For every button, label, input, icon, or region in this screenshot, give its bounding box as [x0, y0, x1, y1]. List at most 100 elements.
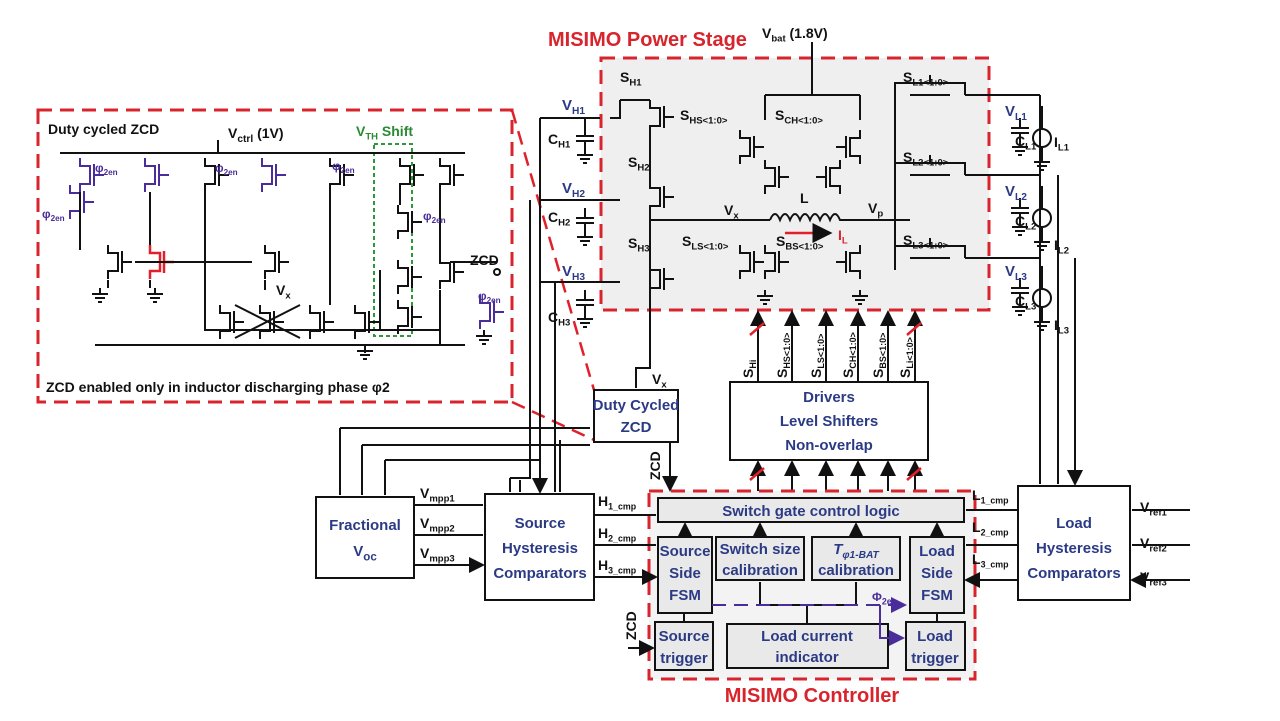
sl3-label: SL3<1:0> [903, 232, 949, 252]
transistor-symbol [69, 185, 81, 219]
il2-label: IL2 [1054, 237, 1069, 257]
load-hyst-label: Comparators [1027, 565, 1120, 582]
driver-signals: SHiSHS<1:0>SLS<1:0>SCH<1:0>SBS<1:0>SLi<1… [740, 310, 923, 492]
transistor-symbol [479, 295, 491, 329]
cl1-label: CL1 [1015, 133, 1037, 153]
power-stage-network [540, 42, 1052, 331]
feedback-wire [339, 427, 590, 495]
duty-cycled-zcd-block: Duty Cycled ZCD Vx ZCD [593, 371, 680, 480]
load-trigger-label: Load [917, 628, 953, 645]
transistor-gate [83, 191, 94, 213]
l2-cmp-label: L2_cmp [972, 519, 1009, 537]
wire [519, 460, 540, 492]
vp-label: Vp [868, 200, 883, 220]
ground-icon [147, 288, 163, 303]
il3-label: IL3 [1054, 317, 1069, 337]
phi-2en-label: φ2en [215, 161, 238, 177]
transistor-gate [411, 306, 422, 328]
drivers-label: Level Shifters [780, 413, 878, 430]
load-fsm-label: Side [921, 565, 953, 582]
vmpp3-label: Vmpp3 [420, 545, 455, 565]
vh1-label: VH1 [562, 97, 585, 117]
ground-icon [92, 288, 108, 303]
sh3-label: SH3 [628, 235, 650, 255]
cl2-label: CL2 [1015, 213, 1036, 233]
transistor-gate [778, 166, 789, 188]
driver-signal-label: SHS<1:0> [774, 333, 792, 378]
load-hyst-label: Load [1056, 515, 1092, 532]
transistor-symbol [849, 130, 861, 164]
transistor-gate [275, 164, 286, 186]
vl1-label: VL1 [1005, 103, 1027, 123]
transistor-symbol [329, 158, 341, 192]
voc-label: Voc [353, 543, 377, 563]
sh1-label: SH1 [620, 69, 642, 89]
capacitor-symbol [576, 290, 594, 313]
transistor-symbol [219, 305, 231, 339]
phi-2en-label: φ2en [42, 207, 65, 223]
transistor-symbol [107, 245, 119, 279]
sch-label: SCH<1:0> [775, 107, 823, 127]
source-trigger-box [654, 621, 714, 671]
transistor-gate [493, 301, 504, 323]
transistor-symbol [397, 300, 409, 334]
vl2-label: VL2 [1005, 183, 1027, 203]
l1-cmp-label: L1_cmp [972, 487, 1009, 505]
transistor-symbol [764, 245, 776, 279]
shs-label: SHS<1:0> [680, 107, 728, 127]
cl3-label: CL3 [1015, 293, 1036, 313]
load-fsm-label: Load [919, 543, 955, 560]
transistor-gate [778, 251, 789, 273]
h2-cmp-label: H2_cmp [598, 525, 637, 543]
transistor-symbol [739, 130, 751, 164]
controller-title: MISIMO Controller [725, 685, 900, 707]
duty-zcd-box [593, 389, 679, 443]
zcd-transistor-network [60, 140, 504, 360]
wire [540, 117, 620, 283]
transistor-gate [453, 164, 464, 186]
ground-icon [1034, 236, 1050, 251]
transistor-gate [158, 164, 169, 186]
vref2-label: Vref2 [1140, 535, 1167, 555]
transistor-symbol [397, 260, 409, 294]
vbat-rail [764, 42, 861, 120]
transistor-symbol [354, 305, 366, 339]
vmpp2-label: Vmpp2 [420, 515, 455, 535]
vx-node-label: Vx [724, 202, 739, 222]
transistor-gate [218, 164, 229, 186]
ch3-label: CH3 [548, 309, 570, 329]
ground-icon [1012, 301, 1028, 316]
wire [683, 582, 938, 624]
wire [79, 192, 266, 290]
transistor-symbol [399, 158, 411, 192]
transistor-gate [836, 251, 847, 273]
h1-cmp-label: H1_cmp [598, 493, 637, 511]
drivers-block: Drivers Level Shifters Non-overlap SHiSH… [729, 310, 929, 492]
zoom-line [510, 109, 596, 391]
h3-cmp-label: H3_cmp [598, 557, 637, 575]
duty-zcd-label: ZCD [621, 419, 652, 436]
source-hyst-label: Source [515, 515, 566, 532]
sls-label: SLS<1:0> [682, 233, 729, 253]
il-label: IL [838, 227, 848, 247]
transistor-gate [453, 261, 464, 283]
drivers-label: Non-overlap [785, 437, 873, 454]
l3-cmp-label: L3_cmp [972, 551, 1009, 569]
zcd-title: Duty cycled ZCD [48, 121, 159, 137]
power-stage: MISIMO Power Stage Vbat (1.8V) VH1 VH2 V… [540, 25, 1070, 337]
driver-signal-label: SHi [740, 360, 758, 378]
hcmp-wire [594, 514, 656, 577]
power-stage-title: MISIMO Power Stage [548, 29, 747, 51]
wire [149, 192, 441, 345]
cross-coupling [234, 304, 301, 339]
transistor-gate [753, 136, 764, 158]
transistor-symbol [739, 245, 751, 279]
ground-icon [476, 330, 492, 345]
phi-2en-label: φ2en [478, 289, 501, 305]
power-stage-boundary [599, 56, 991, 312]
capacitor-symbol [1011, 118, 1029, 141]
driver-signal-label: SBS<1:0> [870, 333, 888, 378]
phi-2en-controller-label: Φ2en [872, 590, 897, 606]
transistor-symbol [264, 245, 276, 279]
load-switch [894, 75, 966, 96]
